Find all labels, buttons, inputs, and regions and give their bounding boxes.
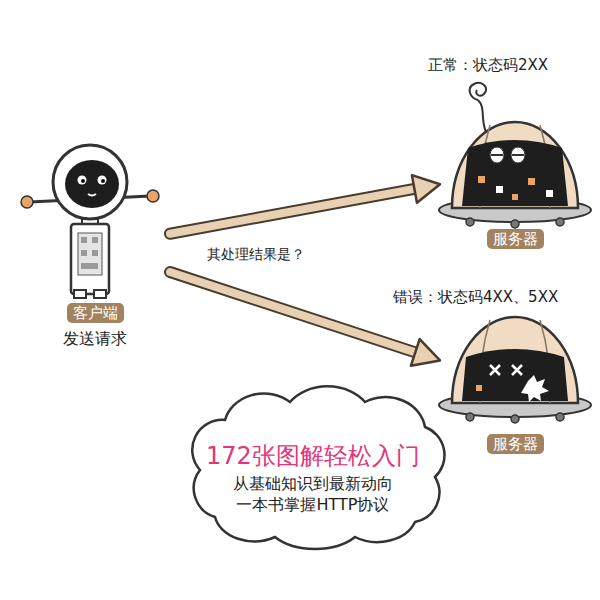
- server-robot-error: [439, 317, 591, 423]
- panel-dot: [81, 263, 98, 269]
- client-figure: 客户端发送请求: [20, 140, 170, 355]
- face-chip: [478, 176, 485, 183]
- panel-dot: [92, 237, 98, 243]
- server-eye-x: [512, 365, 522, 375]
- arrow-head: [411, 339, 440, 366]
- arm-ball: [147, 190, 159, 202]
- face-chip: [476, 385, 482, 391]
- cloud-callout: 172张图解轻松入门从基础知识到最新动向一本书掌握HTTP协议: [200, 428, 426, 528]
- robot-body: [71, 224, 109, 294]
- robot-pupil: [101, 179, 105, 183]
- callout-text: 从基础知识到最新动向: [233, 473, 393, 494]
- robot-foot: [74, 290, 86, 298]
- face-chip: [546, 190, 553, 197]
- wheel: [556, 218, 564, 226]
- server-eye-x: [490, 365, 500, 375]
- callout-text: 一本书掌握HTTP协议: [236, 494, 389, 515]
- node-tag: 服务器: [487, 434, 544, 454]
- wheel: [556, 413, 564, 421]
- arrow-shaft: [170, 189, 414, 234]
- robot-eye: [98, 176, 107, 185]
- arrow-outline: [170, 272, 415, 352]
- callout-title: 172张图解轻松入门: [206, 441, 420, 471]
- panel-dot: [92, 250, 98, 256]
- node-tag: 服务器: [487, 229, 544, 249]
- request-arrow: [170, 272, 440, 366]
- face-chip: [512, 194, 518, 200]
- arrow-shaft: [170, 272, 415, 352]
- panel-dot: [81, 250, 87, 256]
- server-robot-ok: [439, 83, 591, 228]
- server-eye-line: [512, 154, 524, 156]
- status-note: 正常：状态码2XX: [428, 56, 548, 75]
- server-figure: 服务器: [440, 312, 590, 458]
- arm-ball: [21, 196, 33, 208]
- server-face: [462, 140, 568, 206]
- panel-dot: [81, 237, 87, 243]
- server-figure: 服务器: [440, 88, 590, 253]
- server-dome: [452, 122, 578, 208]
- antenna: [478, 100, 486, 132]
- question-label: 其处理结果是？: [207, 246, 305, 264]
- wheel: [511, 220, 519, 228]
- robot-pupil: [81, 179, 85, 183]
- status-note: 错误：状态码4XX、5XX: [393, 288, 558, 307]
- face-chip: [496, 186, 503, 193]
- server-dome: [452, 317, 578, 403]
- server-eye: [490, 147, 504, 163]
- server-eye: [511, 147, 525, 163]
- request-arrow: [170, 175, 440, 234]
- robot-mouth: [88, 194, 96, 196]
- client-robot: [21, 145, 159, 298]
- arrow-outline: [170, 189, 414, 234]
- wheel: [466, 413, 474, 421]
- antenna-swirl: [470, 83, 486, 100]
- node-caption: 发送请求: [63, 329, 127, 349]
- wheel: [466, 218, 474, 226]
- robot-panel: [78, 233, 102, 275]
- face-chip: [528, 178, 535, 185]
- node-tag: 客户端: [67, 303, 124, 323]
- wheel: [511, 415, 519, 423]
- arrow-head: [412, 175, 440, 203]
- cloud-outline: [192, 386, 444, 549]
- robot-eye: [78, 176, 87, 185]
- server-face: [462, 349, 568, 401]
- server-eye-line: [491, 154, 503, 156]
- robot-face: [65, 160, 119, 208]
- error-splat: [521, 375, 549, 402]
- robot-head: [53, 145, 127, 219]
- robot-foot: [94, 290, 106, 298]
